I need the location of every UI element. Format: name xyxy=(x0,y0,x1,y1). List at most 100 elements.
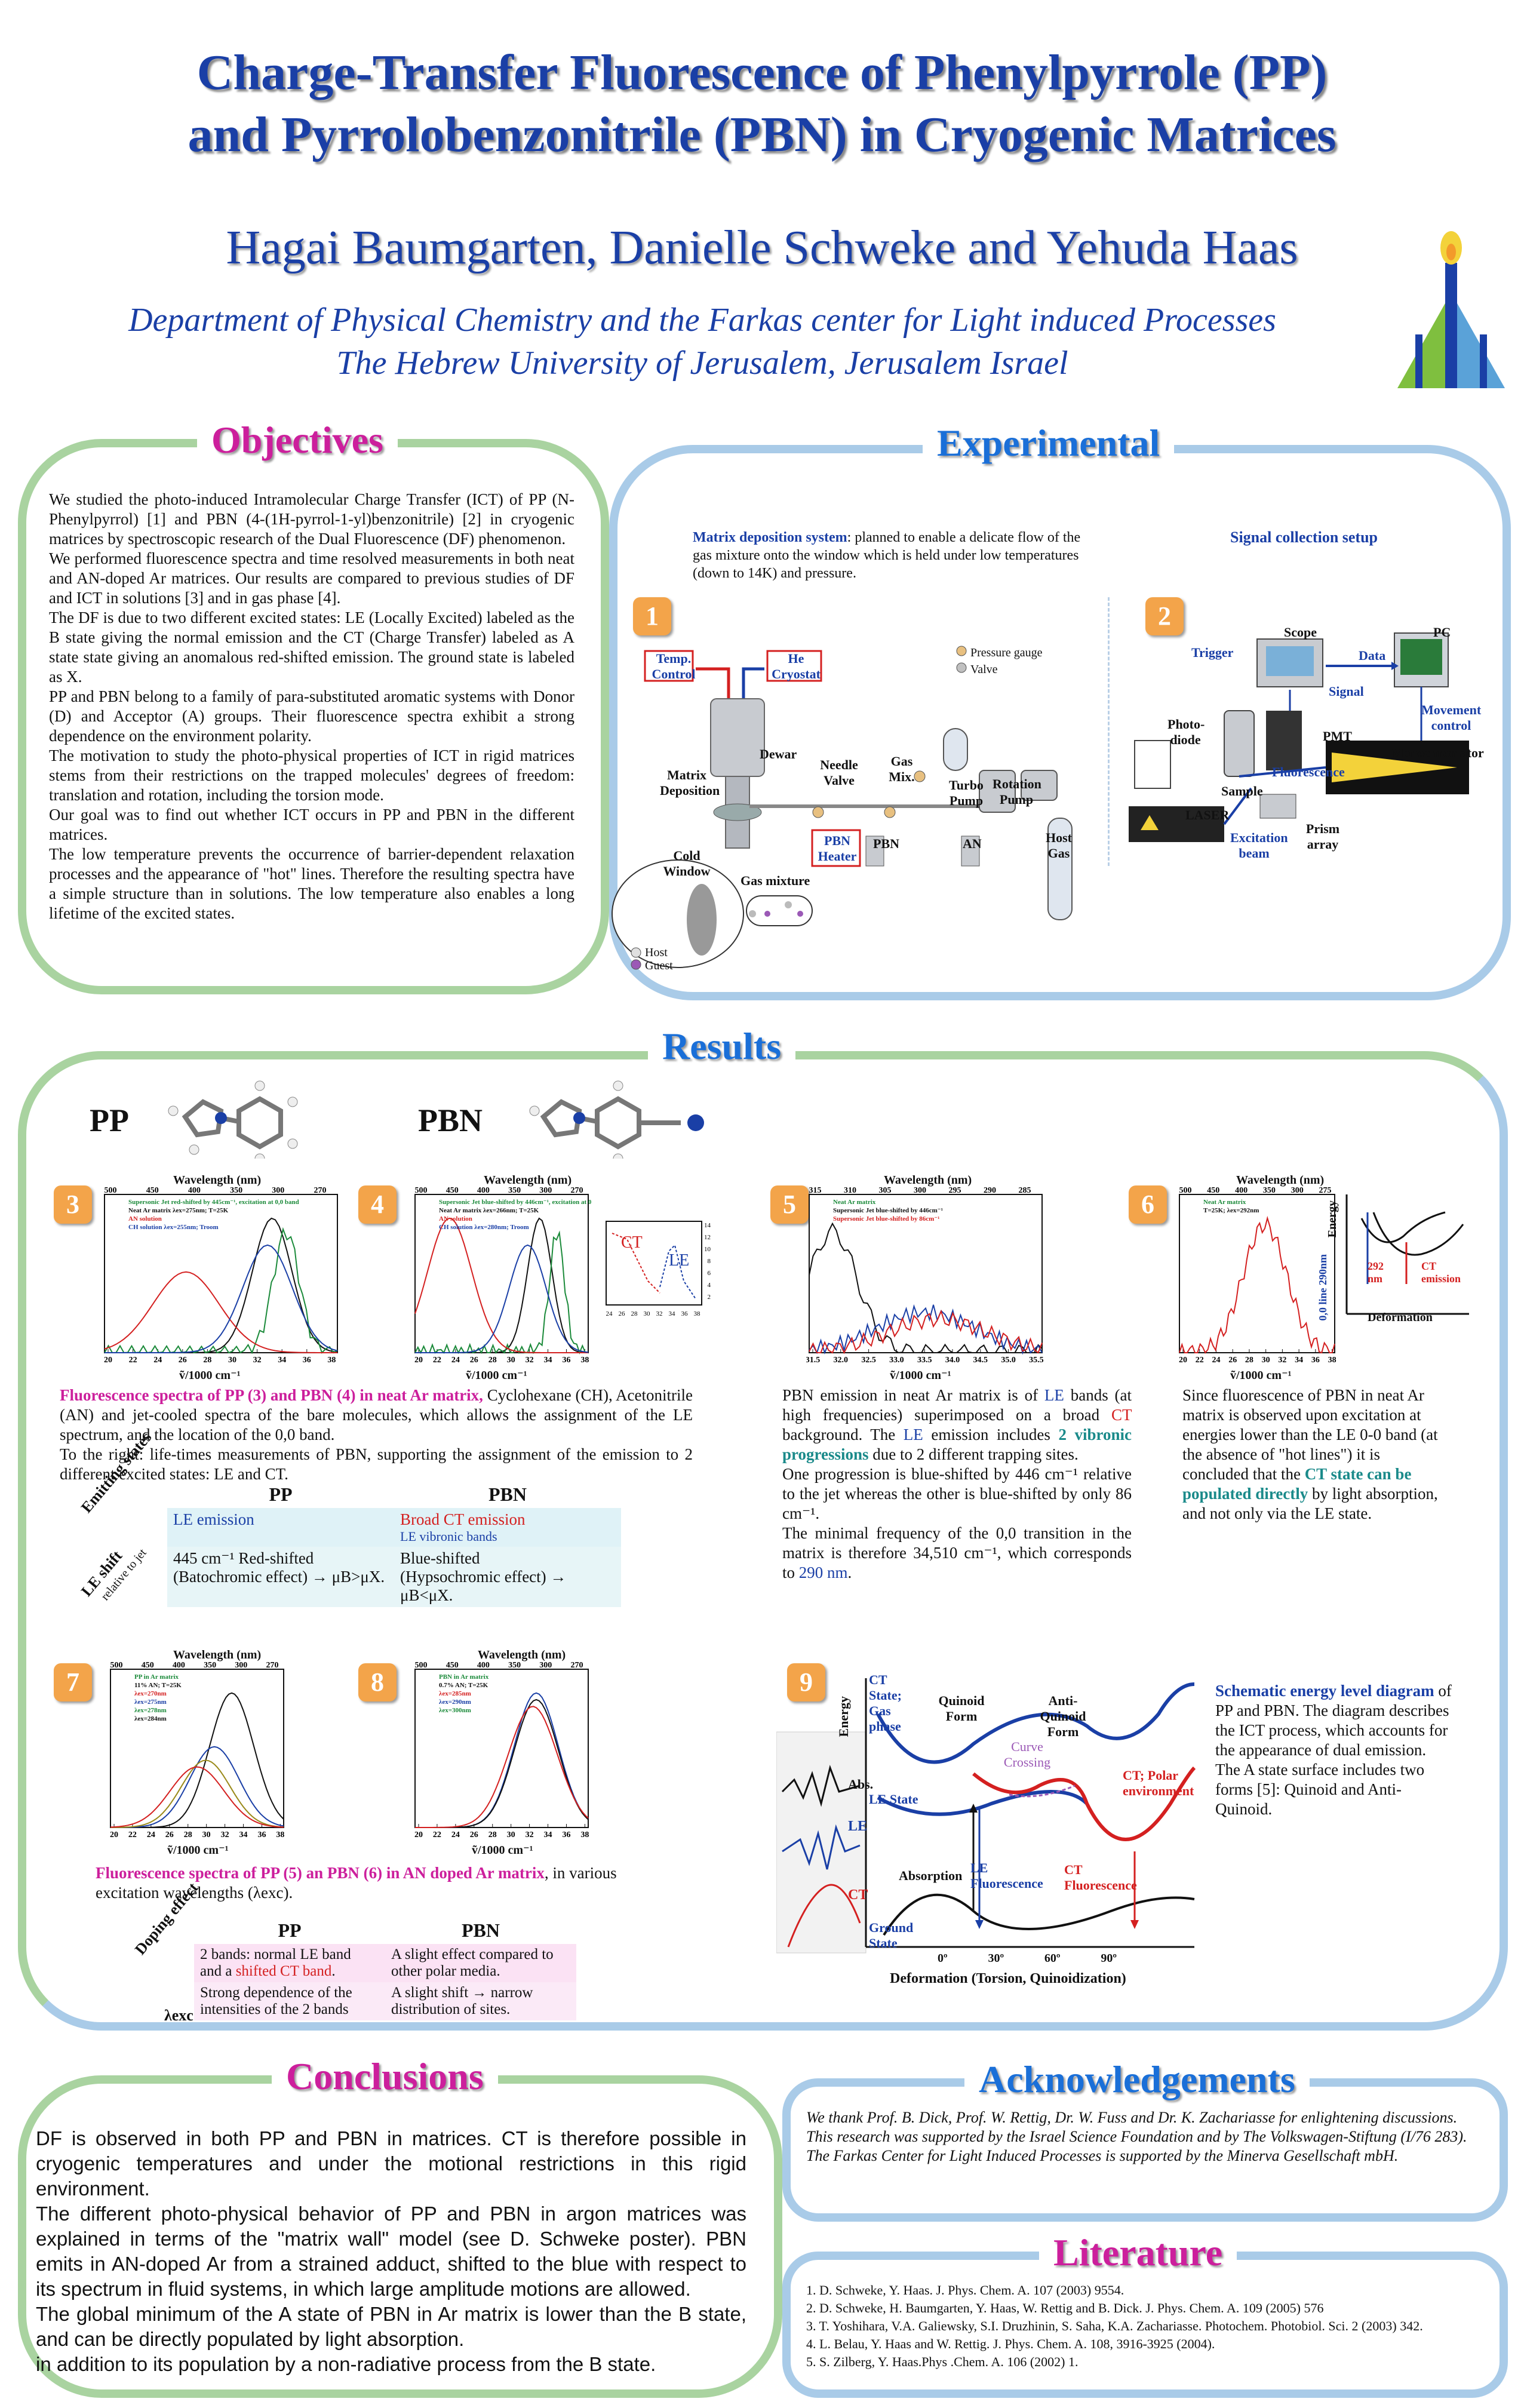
text-fig5-p3-a: The minimal frequency of the 0,0 transit… xyxy=(782,1524,1132,1581)
fig6-292-label: 292 nm xyxy=(1368,1260,1384,1285)
caption-fig3-4: Fluorescence spectra of PP (3) and PBN (… xyxy=(60,1386,693,1484)
fig8svg-bottom-tick: 22 xyxy=(433,1830,441,1839)
conclusions-p2: The different photo-physical behavior of… xyxy=(36,2203,746,2300)
fig8svg-bottom-tick: 24 xyxy=(451,1830,460,1839)
fig3svg-top-tick: 350 xyxy=(230,1186,242,1195)
fig5svg-legend-entry: Supersonic Jet blue-shifted by 86cm⁻¹ xyxy=(833,1215,939,1223)
text-fig5-p1-d: emission includes xyxy=(923,1426,1059,1443)
fig6svg-frame xyxy=(1179,1194,1335,1353)
text-fig6: Since fluorescence of PBN in neat Ar mat… xyxy=(1182,1386,1439,1524)
fig6svg-legend-entry: T=25K; λex=292nm xyxy=(1203,1207,1259,1214)
fig7svg-legend-entry: λex=278nm xyxy=(134,1707,167,1714)
deposition-diagram xyxy=(612,646,1073,970)
fig9-ct-fluorescence-label: CT Fluorescence xyxy=(1064,1862,1137,1893)
objectives-p1: We studied the photo-induced Intramolecu… xyxy=(49,490,574,548)
label-gas-mix: Gas Mix. xyxy=(889,754,915,784)
fig8svg-legend-entry: 0.7% AN; T=25K xyxy=(439,1682,488,1689)
fig5svg-bottom-tick: 34.0 xyxy=(945,1356,960,1365)
acknowledgements-heading: Acknowledgements xyxy=(964,2057,1310,2102)
fig3svg-top-tick: 400 xyxy=(188,1186,201,1195)
fig3svg-frame xyxy=(104,1194,338,1353)
conclusions-heading: Conclusions xyxy=(272,2054,498,2099)
label-needle-valve: Needle Valve xyxy=(820,757,858,788)
fig6svg-top-tick: 450 xyxy=(1207,1186,1219,1195)
fig7svg-legend-entry: λex=270nm xyxy=(134,1690,167,1697)
text-fig5-le: LE xyxy=(1044,1386,1064,1404)
fig9-absorption-label: Absorption xyxy=(899,1868,963,1883)
conclusions-p4: in addition to its population by a non-r… xyxy=(36,2353,656,2375)
fig8svg-top-tick: 270 xyxy=(571,1661,583,1670)
label-host: Host xyxy=(645,946,668,959)
fig4-inset-xtick: 36 xyxy=(681,1310,689,1317)
fig4svg-bottom-tick: 26 xyxy=(470,1356,478,1365)
label-excitation-beam: Excitation beam xyxy=(1230,830,1288,861)
label-gas-mixture: Gas mixture xyxy=(741,873,810,888)
label-an: AN xyxy=(963,836,982,851)
text-fig6-a: Since fluorescence of PBN in neat Ar mat… xyxy=(1182,1386,1438,1483)
fig4-inset-xtick: 26 xyxy=(619,1310,626,1317)
fig9-ground-state-label: Ground State xyxy=(869,1920,914,1951)
literature-list: 1. D. Schweke, Y. Haas. J. Phys. Chem. A… xyxy=(806,2281,1493,2371)
fig3svg-top-tick: 300 xyxy=(272,1186,284,1195)
fig9-curve-crossing-label: Curve Crossing xyxy=(1003,1739,1051,1770)
fig4svg-top-tick: 300 xyxy=(539,1186,552,1195)
fig9-xtick-30: 30º xyxy=(988,1952,1004,1965)
fig5-bottom-axis-label: ṽ/1000 cm⁻¹ xyxy=(890,1369,951,1382)
fig4-inset-xtick: 38 xyxy=(694,1310,701,1317)
table2-row1-pp-a: 2 bands: normal LE band xyxy=(200,1946,351,1962)
text-fig6-b: CT state can be populated directly xyxy=(1182,1465,1412,1503)
signal-title: Signal collection setup xyxy=(1230,529,1378,546)
fig4svg-top-tick: 270 xyxy=(571,1186,583,1195)
fig4-inset-xtick: 34 xyxy=(669,1310,676,1317)
text-fig5: PBN emission in neat Ar matrix is of LE … xyxy=(782,1386,1132,1583)
fig3svg-bottom-tick: 38 xyxy=(327,1356,336,1365)
text-fig9-b: The A state surface includes two forms [… xyxy=(1215,1761,1425,1818)
fig4-inset-ytick: 14 xyxy=(704,1222,711,1229)
fig6-bottom-axis-label: ṽ/1000 cm⁻¹ xyxy=(1230,1369,1292,1382)
fig3svg-bottom-tick: 30 xyxy=(228,1356,236,1365)
fig9-energy-diagram xyxy=(776,1678,1196,1954)
experimental-divider xyxy=(1108,597,1110,866)
fig6svg-bottom-tick: 32 xyxy=(1278,1356,1286,1365)
fig5svg-bottom-tick: 33.0 xyxy=(889,1356,904,1365)
fig8svg-legend-entry: λex=290nm xyxy=(439,1698,471,1706)
literature-ref-3: 3. T. Yoshihara, V.A. Galiewsky, S.I. Dr… xyxy=(806,2318,1423,2333)
label-trigger: Trigger xyxy=(1191,645,1234,660)
fig5svg-legend-entry: Neat Ar matrix xyxy=(833,1199,876,1206)
fig6svg-bottom-tick: 38 xyxy=(1328,1356,1336,1365)
fig9-ct-polar-label: CT; Polar environment xyxy=(1123,1768,1194,1798)
label-signal: Signal xyxy=(1329,684,1364,699)
text-fig5-progressions: 2 vibronic progressions xyxy=(782,1426,1132,1463)
caption-fig3-4-line2: To the right: life-times measurements of… xyxy=(60,1445,693,1483)
fig5svg-top-tick: 300 xyxy=(914,1186,926,1195)
text-fig5-290nm: 290 nm xyxy=(798,1564,848,1581)
table1-row1-pbn: Broad CT emission LE vibronic bands xyxy=(394,1508,621,1547)
fig8svg-top-tick: 450 xyxy=(446,1661,459,1670)
fig5svg-frame xyxy=(809,1194,1043,1353)
fig7svg-bottom-tick: 20 xyxy=(110,1830,118,1839)
fig6svg-top-tick: 500 xyxy=(1179,1186,1192,1195)
table2-row2-pp: Strong dependence of the intensities of … xyxy=(200,1985,352,2017)
fig7svg-bottom-tick: 30 xyxy=(202,1830,211,1839)
label-host-gas: Host Gas xyxy=(1046,830,1072,861)
fig5svg-bottom-tick: 35.0 xyxy=(1001,1356,1016,1365)
fig4svg-top-tick: 500 xyxy=(415,1186,428,1195)
table1-header-pbn: PBN xyxy=(488,1484,527,1505)
conclusions-p1: DF is observed in both PP and PBN in mat… xyxy=(36,2127,746,2200)
fig3svg-legend-entry: AN solution xyxy=(128,1215,162,1223)
fig4-inset-xtick: 28 xyxy=(631,1310,638,1317)
affiliation-line-2: The Hebrew University of Jerusalem, Jeru… xyxy=(336,345,1068,382)
table2-row2-pbn: A slight shift → narrow distribution of … xyxy=(391,1985,533,2017)
fig6svg-bottom-tick: 28 xyxy=(1245,1356,1253,1365)
fig7svg-legend-entry: λex=275nm xyxy=(134,1698,167,1706)
fig7svg-bottom-tick: 26 xyxy=(165,1830,174,1839)
fig4svg-bottom-tick: 22 xyxy=(433,1356,441,1365)
fig5-top-axis-label: Wavelength (nm) xyxy=(884,1174,972,1187)
fig8svg-series-2 xyxy=(415,1706,589,1828)
fig4-inset-ct-series xyxy=(612,1233,660,1294)
label-sample: Sample xyxy=(1221,784,1263,798)
fig4-inset-ytick: 8 xyxy=(708,1258,711,1265)
table1-row1-pbn-b: LE vibronic bands xyxy=(400,1529,497,1544)
